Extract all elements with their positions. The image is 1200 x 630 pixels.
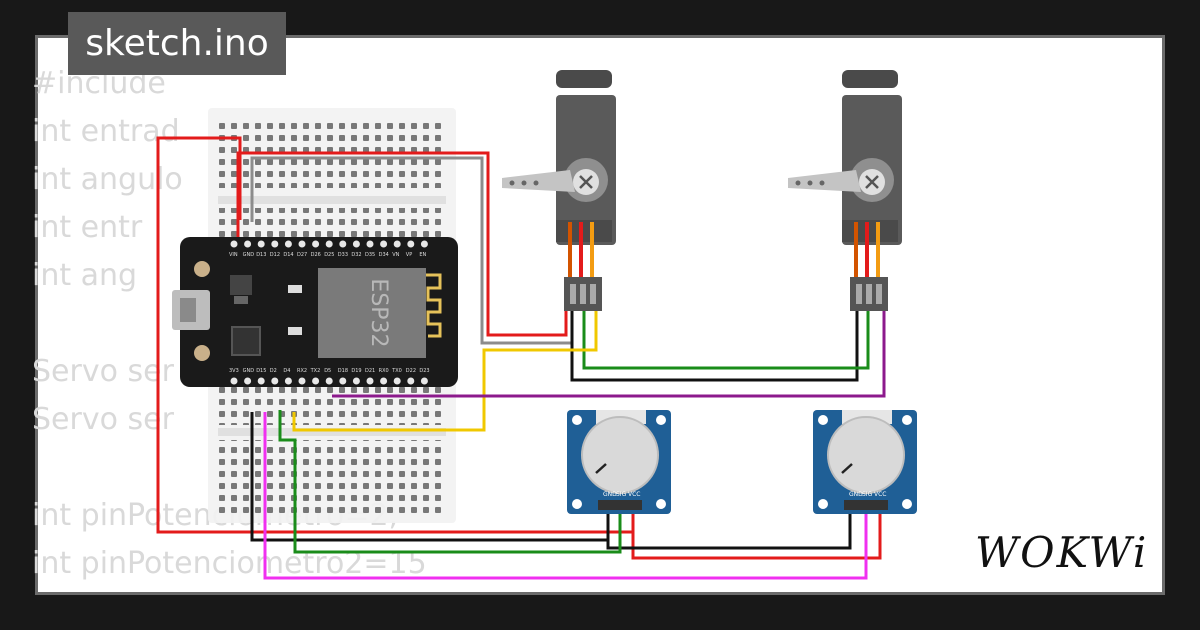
- wires: [156, 136, 886, 580]
- esp32-top-pin-label: D32: [351, 252, 361, 258]
- esp32-bottom-pin-label: D23: [419, 368, 429, 374]
- esp32-bottom-pin[interactable]: [366, 377, 374, 385]
- pot1-pin-sig: SIG: [616, 491, 627, 498]
- potentiometer-2[interactable]: GND SIG VCC: [813, 410, 917, 514]
- esp32-board[interactable]: ESP32: [172, 237, 458, 387]
- esp32-top-pin-label: VIN: [229, 252, 238, 258]
- wire-red-pot2[interactable]: [631, 505, 882, 560]
- esp32-bottom-pin[interactable]: [407, 377, 415, 385]
- esp32-bottom-pin-label: D22: [406, 368, 416, 374]
- esp32-bottom-pin-label: TX2: [310, 368, 321, 374]
- esp32-bottom-pin[interactable]: [393, 377, 401, 385]
- esp32-bottom-pin-label: D18: [338, 368, 348, 374]
- esp32-top-pin-label: D26: [311, 252, 321, 258]
- esp32-bottom-pin[interactable]: [298, 377, 306, 385]
- pot2-pin-sig: SIG: [862, 491, 873, 498]
- esp32-top-pin[interactable]: [271, 240, 279, 248]
- code-line: int angulo: [32, 162, 183, 197]
- esp32-bottom-pin-label: D2: [270, 368, 277, 374]
- esp32-bottom-pin[interactable]: [244, 377, 252, 385]
- esp32-top-pin-label: EN: [419, 252, 426, 258]
- esp32-top-pin-label: VP: [406, 252, 412, 258]
- wire-yellow[interactable]: [292, 310, 598, 432]
- esp32-bottom-pin[interactable]: [352, 377, 360, 385]
- esp32-top-pin[interactable]: [284, 240, 292, 248]
- esp32-bottom-pin-label: GND: [243, 368, 255, 374]
- esp32-bottom-pin[interactable]: [420, 377, 428, 385]
- esp32-top-pin[interactable]: [352, 240, 360, 248]
- esp32-bottom-pin-label: RX2: [297, 368, 307, 374]
- code-line: Servo ser: [32, 354, 174, 389]
- esp32-bottom-pin-label: 3V3: [229, 368, 239, 374]
- esp32-top-pin[interactable]: [407, 240, 415, 248]
- wire-green-pot1[interactable]: [278, 410, 622, 554]
- esp32-top-pin[interactable]: [257, 240, 265, 248]
- wire-red-servo1[interactable]: [236, 151, 568, 337]
- pot1-pin-gnd: GND: [603, 491, 617, 498]
- esp32-top-pin-label: GND: [243, 252, 255, 258]
- esp32-bottom-pin[interactable]: [312, 377, 320, 385]
- servo-motor-2[interactable]: [788, 70, 902, 311]
- wire-purple[interactable]: [332, 310, 886, 398]
- esp32-bottom-pin-label: RX0: [379, 368, 389, 374]
- esp32-top-pin-label: D14: [283, 252, 293, 258]
- esp32-bottom-pin-label: D15: [256, 368, 266, 374]
- potentiometer-1[interactable]: GND SIG VCC: [567, 410, 671, 514]
- esp32-top-pin[interactable]: [244, 240, 252, 248]
- pot2-pin-gnd: GND: [849, 491, 863, 498]
- esp32-bottom-pin[interactable]: [339, 377, 347, 385]
- esp32-top-pin-label: D35: [365, 252, 375, 258]
- esp32-top-pin[interactable]: [298, 240, 306, 248]
- wire-black-servos[interactable]: [570, 310, 859, 382]
- esp32-bottom-pin[interactable]: [284, 377, 292, 385]
- pot1-pin-vcc: VCC: [628, 491, 640, 498]
- esp32-top-pin[interactable]: [393, 240, 401, 248]
- esp32-top-pin[interactable]: [366, 240, 374, 248]
- wire-black-pots[interactable]: [250, 412, 610, 542]
- esp32-bottom-pin-label: D21: [365, 368, 375, 374]
- esp32-top-pin[interactable]: [420, 240, 428, 248]
- pot2-pin-vcc: VCC: [874, 491, 886, 498]
- esp32-top-pin[interactable]: [230, 240, 238, 248]
- chip-label: ESP32: [366, 278, 391, 347]
- esp32-top-pin-label: D34: [379, 252, 389, 258]
- esp32-top-pin-label: D33: [338, 252, 348, 258]
- wokwi-logo: WOKWi: [975, 528, 1149, 577]
- esp32-bottom-pin-label: TX0: [391, 368, 402, 374]
- wire-black-pot2[interactable]: [606, 505, 852, 550]
- esp32-bottom-pin-label: D5: [324, 368, 331, 374]
- esp32-bottom-pin-label: D19: [351, 368, 361, 374]
- esp32-bottom-pin[interactable]: [380, 377, 388, 385]
- esp32-top-pin-label: VN: [392, 252, 399, 258]
- code-line: Servo ser: [32, 402, 174, 437]
- esp32-top-pin-label: D25: [324, 252, 334, 258]
- code-line: int ang: [32, 258, 138, 293]
- esp32-top-pin[interactable]: [325, 240, 333, 248]
- servo-motor-1[interactable]: [502, 70, 616, 311]
- esp32-top-pin[interactable]: [339, 240, 347, 248]
- esp32-bottom-pin[interactable]: [325, 377, 333, 385]
- esp32-top-pin[interactable]: [380, 240, 388, 248]
- wire-green-servos[interactable]: [582, 310, 870, 370]
- code-line: int entr: [32, 210, 143, 245]
- esp32-bottom-pin[interactable]: [230, 377, 238, 385]
- esp32-top-pin[interactable]: [312, 240, 320, 248]
- esp32-top-pin-label: D12: [270, 252, 280, 258]
- esp32-top-pin-label: D13: [256, 252, 266, 258]
- esp32-bottom-pin-label: D4: [283, 368, 290, 374]
- wire-magenta[interactable]: [263, 412, 868, 580]
- esp32-bottom-pin[interactable]: [257, 377, 265, 385]
- esp32-bottom-pin[interactable]: [271, 377, 279, 385]
- code-line: int entrad: [32, 114, 180, 149]
- esp32-top-pin-label: D27: [297, 252, 307, 258]
- file-tab-title[interactable]: sketch.ino: [68, 12, 286, 75]
